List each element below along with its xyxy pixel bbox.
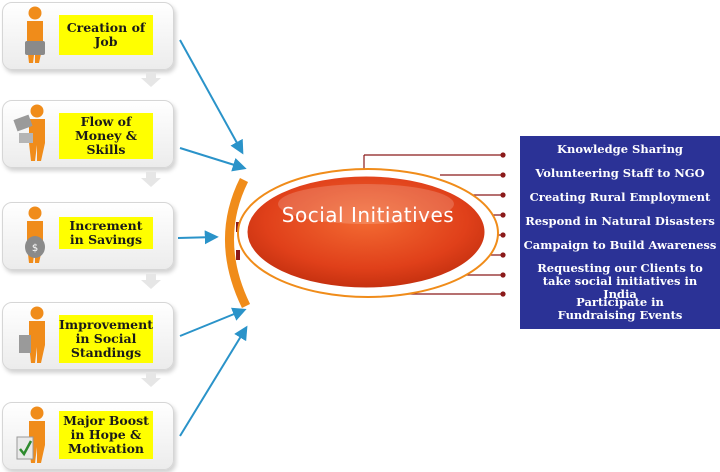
svg-text:$: $ — [32, 243, 38, 254]
impact-label: Improvement in Social Standings — [59, 315, 153, 363]
arrow-2 — [179, 147, 247, 172]
arrow-1 — [179, 39, 244, 155]
impact-card-social-standings: Improvement in Social Standings — [2, 302, 174, 370]
initiative-item: Campaign to Build Awareness — [523, 238, 717, 252]
center-title: Social Initiatives — [281, 203, 455, 227]
initiative-item: Requesting our Clients to take social in… — [537, 261, 703, 301]
initiative-item: Participate in Fundraising Events — [557, 295, 683, 322]
initiative-item: Volunteering Staff to NGO — [535, 166, 705, 180]
impact-label: Flow of Money & Skills — [59, 113, 153, 159]
person-with-money-bag-icon: $ — [25, 206, 45, 263]
person-with-checkmark-icon — [16, 406, 45, 463]
impact-label: Increment in Savings — [59, 217, 153, 249]
arc-mark — [236, 250, 240, 260]
orange-arc — [225, 177, 251, 308]
initiative-item: Creating Rural Employment — [529, 190, 711, 204]
initiative-item: Respond in Natural Disasters — [525, 214, 715, 228]
initiatives-panel: Knowledge Sharing Volunteering Staff to … — [520, 136, 720, 329]
impact-label: Major Boost in Hope & Motivation — [59, 411, 153, 459]
impact-label: Creation of Job — [59, 15, 153, 55]
impact-card-savings: $ Increment in Savings — [2, 202, 174, 270]
oval-highlight — [278, 184, 454, 224]
arrow-3 — [177, 230, 219, 245]
social-initiatives-oval — [244, 173, 488, 291]
impact-card-hope-motivation: Major Boost in Hope & Motivation — [2, 402, 174, 470]
connector-dots — [500, 152, 506, 297]
person-with-money-icon — [13, 104, 45, 161]
person-with-briefcase-icon — [25, 6, 45, 63]
down-arrow-icon — [141, 274, 161, 289]
impact-card-money: Flow of Money & Skills — [2, 100, 174, 168]
arrow-5 — [179, 325, 248, 437]
impact-card-job: Creation of Job — [2, 2, 174, 70]
arrow-4 — [179, 307, 247, 337]
down-arrow-icon — [141, 172, 161, 187]
down-arrow-icon — [141, 372, 161, 387]
down-arrow-icon — [141, 72, 161, 87]
person-standing-icon — [19, 306, 45, 363]
initiative-item: Knowledge Sharing — [557, 142, 683, 156]
